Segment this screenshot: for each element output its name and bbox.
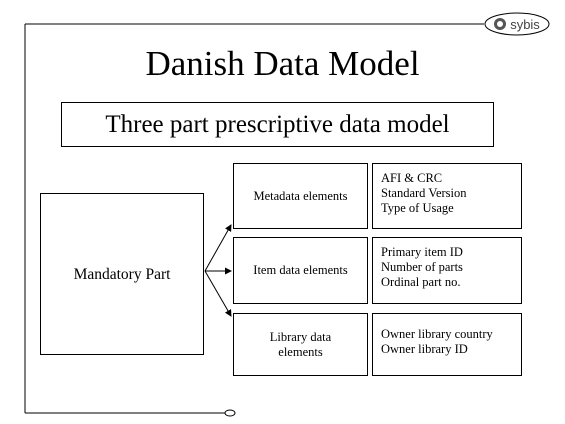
- subtitle-box: Three part prescriptive data model: [61, 102, 494, 147]
- sybis-logo: sybis: [484, 13, 550, 35]
- field-item: Standard Version: [381, 186, 467, 200]
- category-label: Metadata elements: [253, 188, 348, 203]
- logo-text: sybis: [510, 16, 540, 32]
- library-data-elements-box: Library data elements: [233, 313, 368, 376]
- frame-end-circle: [224, 409, 236, 417]
- library-data-fields-box: Owner library country Owner library ID: [372, 313, 522, 376]
- metadata-elements-box: Metadata elements: [233, 163, 368, 229]
- field-item: Ordinal part no.: [381, 275, 461, 289]
- field-item: Number of parts: [381, 260, 463, 274]
- field-item: Owner library ID: [381, 342, 468, 356]
- category-label: Item data elements: [253, 263, 348, 277]
- category-label-line: Library data: [269, 329, 332, 344]
- field-item: AFI & CRC: [381, 171, 443, 185]
- connector-library-data: [204, 270, 232, 317]
- mandatory-part-label: Mandatory Part: [73, 265, 171, 283]
- page-title: Danish Data Model: [145, 44, 420, 83]
- sybis-logo-icon: [494, 18, 507, 30]
- mandatory-part-box: Mandatory Part: [40, 193, 204, 355]
- field-item: Type of Usage: [381, 201, 454, 215]
- item-data-elements-box: Item data elements: [233, 237, 368, 304]
- metadata-fields-box: AFI & CRC Standard Version Type of Usage: [372, 163, 522, 229]
- field-item: Owner library country: [381, 327, 493, 341]
- item-data-fields-box: Primary item ID Number of parts Ordinal …: [372, 237, 522, 304]
- category-label-line: elements: [278, 344, 323, 359]
- category-label: Library data elements: [270, 330, 331, 360]
- field-item: Primary item ID: [381, 245, 463, 259]
- subtitle-text: Three part prescriptive data model: [105, 110, 450, 138]
- connector-metadata: [204, 224, 232, 272]
